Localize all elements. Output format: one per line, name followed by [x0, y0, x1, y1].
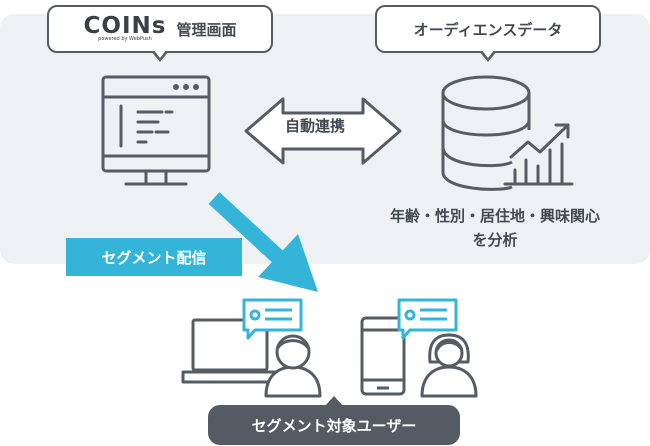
analysis-caption: 年齢・性別・居住地・興味関心 を分析	[360, 204, 630, 252]
message-bubble-icon	[242, 298, 303, 340]
distribution-tag: セグメント配信	[66, 238, 242, 276]
message-bubble-icon	[397, 298, 458, 340]
analysis-caption-line2: を分析	[472, 231, 518, 249]
female-user-icon	[420, 333, 478, 398]
logo-text: COINs	[83, 13, 167, 39]
logo-subtext: powered by WebPush	[98, 36, 152, 42]
diagonal-arrow-icon	[208, 192, 318, 292]
monitor-icon	[101, 75, 211, 186]
analysis-caption-line1: 年齢・性別・居住地・興味関心	[389, 207, 600, 225]
double-arrow-icon	[244, 97, 402, 165]
coins-logo: COINs powered by WebPush	[83, 13, 167, 43]
target-users-label: セグメント対象ユーザー	[208, 396, 460, 445]
male-user-icon	[264, 334, 322, 398]
admin-label: 管理画面	[176, 20, 237, 39]
chart-icon	[503, 123, 574, 186]
database-icon	[441, 75, 531, 191]
target-users-text: セグメント対象ユーザー	[251, 416, 417, 435]
admin-bubble: COINs powered by WebPush 管理画面	[47, 5, 273, 62]
smartphone-icon	[360, 316, 406, 396]
sync-label: 自動連携	[284, 117, 345, 135]
audience-data-label: オーディエンスデータ	[413, 20, 563, 39]
audience-data-bubble: オーディエンスデータ	[375, 5, 601, 62]
